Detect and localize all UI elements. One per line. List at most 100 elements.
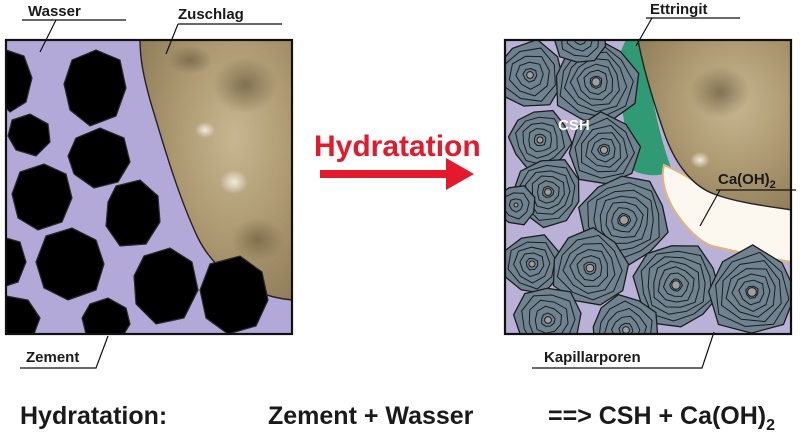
unhydrated-core <box>526 71 534 79</box>
aggregate-texture-highlight <box>195 122 215 138</box>
csh-ring <box>569 248 609 288</box>
capillary-pores-label: Kapillarporen <box>544 349 641 366</box>
csh-ring <box>518 164 576 221</box>
hydration-process: Hydratation <box>314 130 481 190</box>
csh-ring <box>560 40 599 58</box>
equation-reactants: Zement + Wasser <box>268 402 474 430</box>
csh-ring <box>611 207 638 233</box>
unhydrated-core <box>536 136 544 144</box>
csh-ring <box>605 201 644 239</box>
csh-ring <box>603 307 648 334</box>
left-panel: Wasser Zuschlag Zement <box>4 3 294 369</box>
csh-grain <box>505 234 561 295</box>
water-label-leader <box>39 19 57 53</box>
unhydrated-core <box>591 77 601 87</box>
aggregate-texture-spot <box>213 57 277 113</box>
csh-grain <box>592 293 659 334</box>
cement-grain <box>11 163 73 231</box>
csh-ring <box>618 322 634 334</box>
csh-ring <box>528 128 553 153</box>
csh-ring <box>556 234 623 301</box>
unhydrated-core <box>671 280 681 290</box>
ettringite-label-leader <box>635 17 653 47</box>
csh-ring <box>505 47 556 102</box>
cement-grains <box>6 49 269 334</box>
aggregate-texture-spot <box>690 66 750 118</box>
csh-ring <box>585 132 622 168</box>
aggregate-texture-spot <box>232 218 284 262</box>
csh-grain <box>568 111 642 185</box>
csh-ring <box>597 143 611 157</box>
cement-label-leader <box>20 335 109 369</box>
cement-grain <box>67 127 131 189</box>
csh-ring <box>714 251 790 328</box>
csh-grains <box>505 40 791 334</box>
csh-ring <box>519 252 545 278</box>
unhydrated-core <box>622 326 630 334</box>
csh-grain <box>552 226 630 306</box>
equation-title: Hydratation: <box>20 402 168 430</box>
csh-ring <box>528 299 569 334</box>
csh-label: CSH <box>558 117 590 134</box>
csh-ring <box>583 69 608 96</box>
csh-ring <box>515 61 544 90</box>
csh-ring <box>610 315 641 334</box>
csh-ring <box>583 261 597 276</box>
csh-ring <box>531 175 565 210</box>
csh-grain <box>505 185 536 226</box>
csh-ring <box>731 273 771 312</box>
csh-ring <box>505 185 536 226</box>
csh-grain <box>553 40 607 63</box>
csh-ring <box>574 117 635 179</box>
csh-ring <box>640 250 713 322</box>
calcium-hydroxide-label-leader <box>699 189 721 227</box>
csh-ring <box>522 68 538 83</box>
csh-ring <box>534 305 563 334</box>
calcium-hydroxide-label-subscript: 2 <box>770 179 776 191</box>
unhydrated-core <box>544 188 552 196</box>
left-panel-frame <box>4 38 294 336</box>
unhydrated-core <box>585 263 595 273</box>
csh-ring <box>524 170 571 215</box>
csh-ring <box>533 133 547 147</box>
csh-grain <box>505 40 564 107</box>
csh-ring <box>507 241 556 290</box>
csh-ring <box>576 63 614 101</box>
arrow-head <box>446 158 474 190</box>
aggregate-stone-hydrated <box>637 40 791 211</box>
csh-ring <box>617 212 632 227</box>
csh-ring <box>508 198 524 213</box>
cement-label: Zement <box>26 349 79 366</box>
arrow-shaft <box>320 170 450 178</box>
cement-grain <box>6 295 41 334</box>
csh-ring <box>573 40 587 46</box>
csh-ring <box>669 278 683 292</box>
equation-products-text: ==> CSH + Ca(OH) <box>548 402 767 430</box>
csh-ring <box>505 40 564 107</box>
csh-ring <box>581 124 629 173</box>
csh-ring <box>590 137 616 163</box>
csh-ring <box>745 285 759 299</box>
unhydrated-core <box>747 287 757 297</box>
calcium-hydroxide-label: Ca(OH)2 <box>718 171 776 191</box>
cement-grain <box>7 113 51 157</box>
aggregate-texture-highlight <box>220 170 248 194</box>
cement-grain <box>199 255 269 334</box>
cement-grain <box>105 179 161 247</box>
csh-ring <box>566 40 593 52</box>
unhydrated-core <box>619 215 629 225</box>
csh-ring <box>576 255 603 282</box>
csh-ring <box>522 122 558 159</box>
cement-grain <box>6 237 27 287</box>
aggregate-label: Zuschlag <box>178 6 244 23</box>
cement-grain <box>35 227 105 301</box>
cement-grain <box>63 49 127 127</box>
hydration-arrow-label: Hydratation <box>314 130 481 163</box>
unhydrated-core <box>599 145 609 155</box>
csh-ring <box>647 256 706 315</box>
unhydrated-core <box>513 202 519 208</box>
equation-products-subscript: 2 <box>766 417 776 434</box>
csh-ring <box>508 55 550 97</box>
csh-ring <box>662 272 690 297</box>
equation-products: ==> CSH + Ca(OH)2 <box>548 396 775 436</box>
